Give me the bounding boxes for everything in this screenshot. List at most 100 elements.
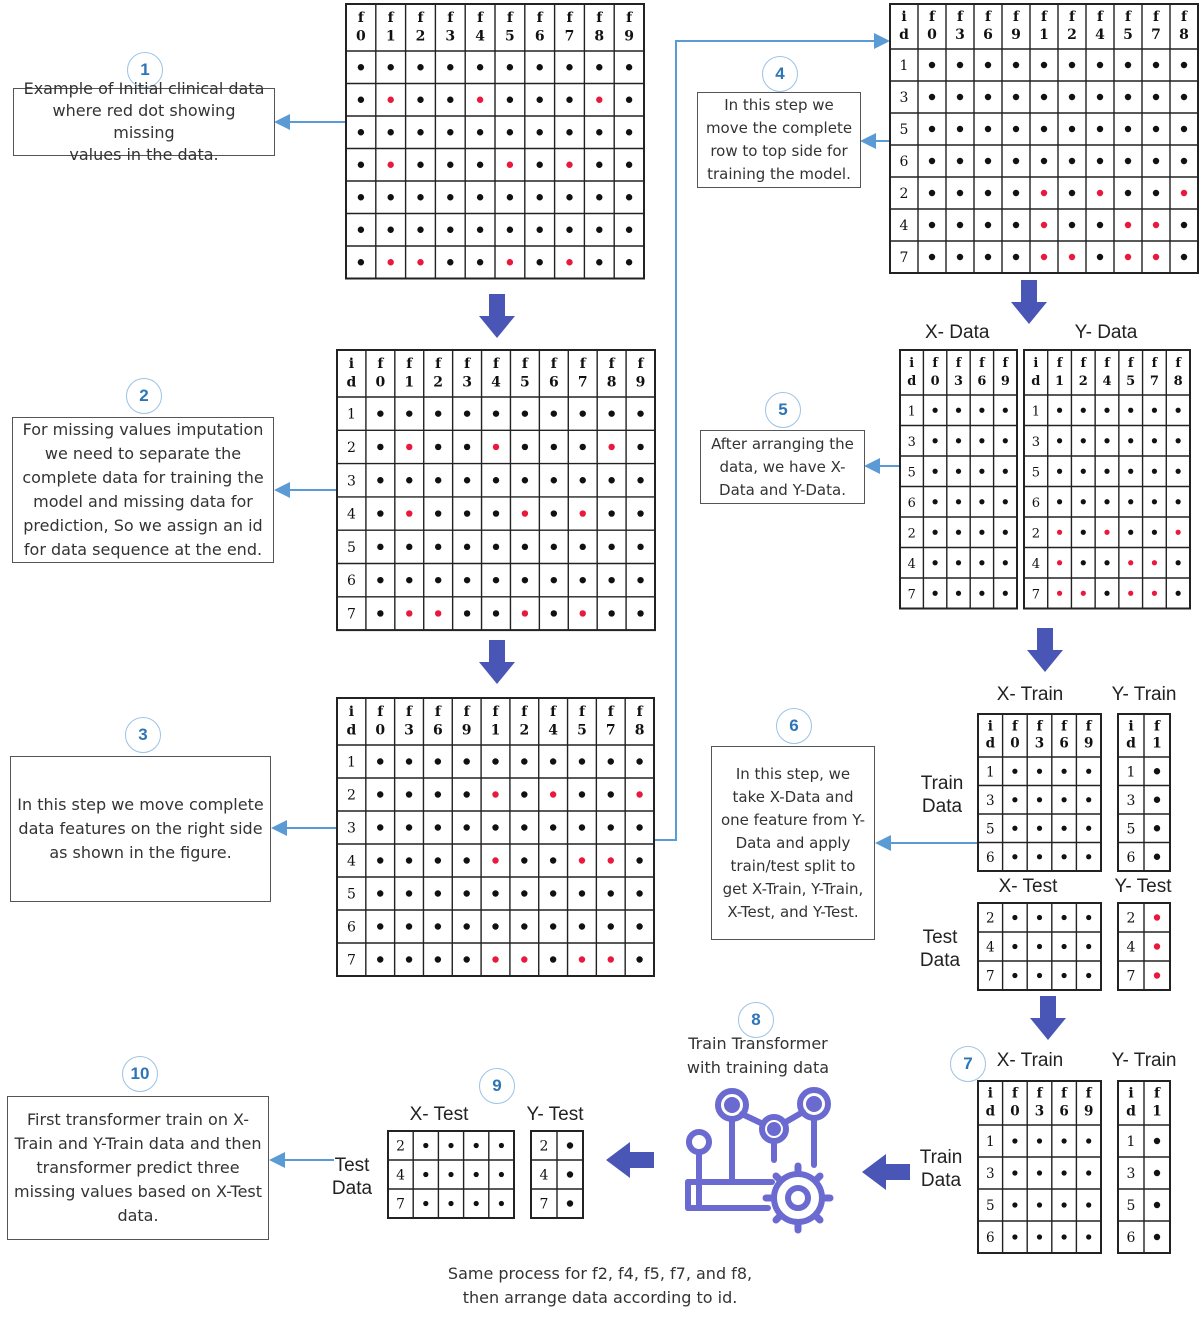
table-frame [899,349,1018,610]
value-dot [1180,93,1188,101]
header-char: 0 [927,27,937,43]
header-char: f [956,356,963,371]
value-dot [1086,854,1092,860]
row-id: 4 [347,507,356,523]
value-dot [417,161,424,168]
value-dot [955,438,962,444]
value-dot [423,1171,429,1178]
row-id: 5 [986,821,995,837]
row-id: 7 [1032,587,1040,602]
value-dot [1068,221,1076,229]
header-char: 4 [1095,27,1105,43]
value-dot [1180,61,1188,69]
value-dot [1175,468,1181,474]
header-char: 8 [635,723,645,739]
header-char: f [551,356,558,372]
header-char: 0 [356,29,366,45]
value-dot [1104,407,1110,413]
header-char: 9 [1011,27,1021,43]
row-id: 5 [347,887,356,903]
value-dot [498,1200,504,1207]
header-char: 2 [416,29,426,45]
value-dot [492,824,499,831]
value-dot [1151,529,1158,535]
value-dot [447,161,454,168]
value-dot [1086,943,1092,950]
value-dot [492,576,500,584]
row-id: 6 [1127,1230,1136,1246]
value-dot [405,824,413,831]
header-char: f [1097,9,1104,25]
row-id: 2 [908,526,916,541]
value-dot [1068,157,1076,165]
value-dot [608,576,615,584]
header-char: 7 [578,375,588,391]
row-id: 2 [900,186,909,202]
value-dot [434,890,442,897]
value-dot [596,194,603,201]
value-dot [932,407,938,413]
value-dot [377,443,384,451]
value-dot [1012,1138,1018,1144]
value-dot [536,96,543,103]
value-dot [596,259,603,266]
missing-value-dot [1128,590,1134,596]
value-dot [1012,768,1018,774]
header-char: 3 [955,27,965,43]
value-dot [550,477,558,484]
value-dot [578,824,586,831]
value-dot [498,1171,504,1178]
value-dot [1175,590,1181,596]
header-char: f [929,9,936,25]
value-dot [476,226,484,233]
header-char: i [349,704,354,720]
value-dot [521,477,529,484]
value-dot [955,499,962,505]
value-dot [536,129,543,136]
header-char: f [521,704,528,720]
row-id: 3 [347,473,356,489]
value-dot [984,253,992,261]
row-id: 2 [347,440,356,456]
row-id: 6 [986,1230,995,1246]
value-dot [1175,499,1181,505]
header-char: f [637,704,644,720]
header-char: 0 [931,374,940,389]
value-dot [448,1200,454,1207]
value-dot [607,791,614,798]
value-dot [1086,1234,1092,1240]
row-id: 2 [1127,911,1136,927]
row-id: 3 [908,435,916,450]
value-dot [492,477,500,484]
value-dot [1080,529,1086,535]
value-dot [377,610,384,617]
header-char: 1 [1152,1103,1162,1119]
header-char: 8 [594,29,604,45]
value-dot [463,477,471,484]
value-dot [377,510,384,517]
missing-value-dot [1180,189,1188,197]
row-id: 4 [900,218,909,234]
header-char: i [988,1086,993,1102]
row-id: 7 [347,953,356,969]
header-char: d [899,27,909,43]
header-char: f [377,356,384,372]
value-dot [1153,768,1161,775]
header-char: 0 [375,723,385,739]
value-dot [608,510,615,517]
row-id: 7 [347,606,356,622]
value-dot [387,226,394,233]
value-dot [1104,438,1110,444]
missing-value-dot [521,610,529,617]
value-dot [448,1171,454,1178]
row-id: 3 [1127,1166,1136,1182]
value-dot [434,923,442,930]
value-dot [1068,189,1076,197]
header-char: f [932,356,939,371]
value-dot [579,410,586,417]
arrow-down-5 [1030,996,1066,1040]
row-id: 1 [900,58,909,74]
value-dot [637,477,644,484]
missing-value-dot [492,443,500,451]
